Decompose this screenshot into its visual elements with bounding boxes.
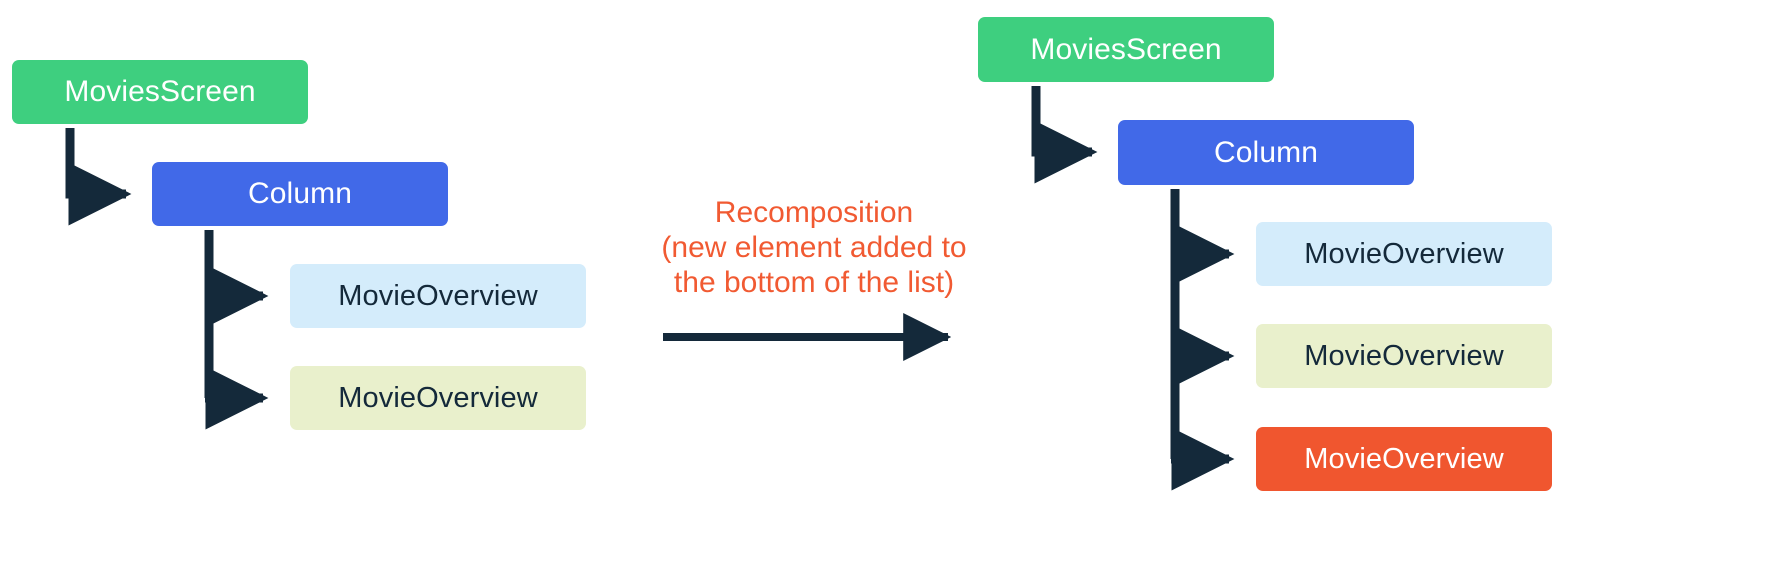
node-right-column[interactable]: Column: [1118, 120, 1414, 185]
node-label: Column: [1214, 135, 1318, 169]
node-label: MoviesScreen: [1030, 32, 1222, 66]
node-right-movies-screen[interactable]: MoviesScreen: [978, 17, 1274, 82]
node-left-column[interactable]: Column: [152, 162, 448, 226]
node-left-movie-overview-1[interactable]: MovieOverview: [290, 264, 586, 328]
edge-right-screen-to-column: [1031, 86, 1098, 184]
node-label: MoviesScreen: [64, 75, 256, 108]
node-label: MovieOverview: [1304, 237, 1504, 270]
node-label: MovieOverview: [1304, 442, 1504, 475]
node-label: MovieOverview: [1304, 339, 1504, 372]
node-label: MovieOverview: [338, 381, 538, 414]
node-left-movies-screen[interactable]: MoviesScreen: [12, 60, 308, 124]
node-label: Column: [248, 177, 352, 210]
recomposition-label-line-1: Recomposition: [714, 196, 914, 229]
node-right-movie-overview-2[interactable]: MovieOverview: [1256, 324, 1552, 388]
node-right-movie-overview-1[interactable]: MovieOverview: [1256, 222, 1552, 286]
recomposition-label: Recomposition (new element added to the …: [655, 196, 973, 300]
node-label: MovieOverview: [338, 279, 538, 312]
edge-left-screen-to-column: [65, 128, 132, 226]
node-left-movie-overview-2[interactable]: MovieOverview: [290, 366, 586, 430]
recomposition-label-line-3: the bottom of the list): [673, 265, 955, 299]
node-right-movie-overview-3[interactable]: MovieOverview: [1256, 427, 1552, 491]
recomposition-label-line-2: (new element added to: [661, 230, 967, 264]
